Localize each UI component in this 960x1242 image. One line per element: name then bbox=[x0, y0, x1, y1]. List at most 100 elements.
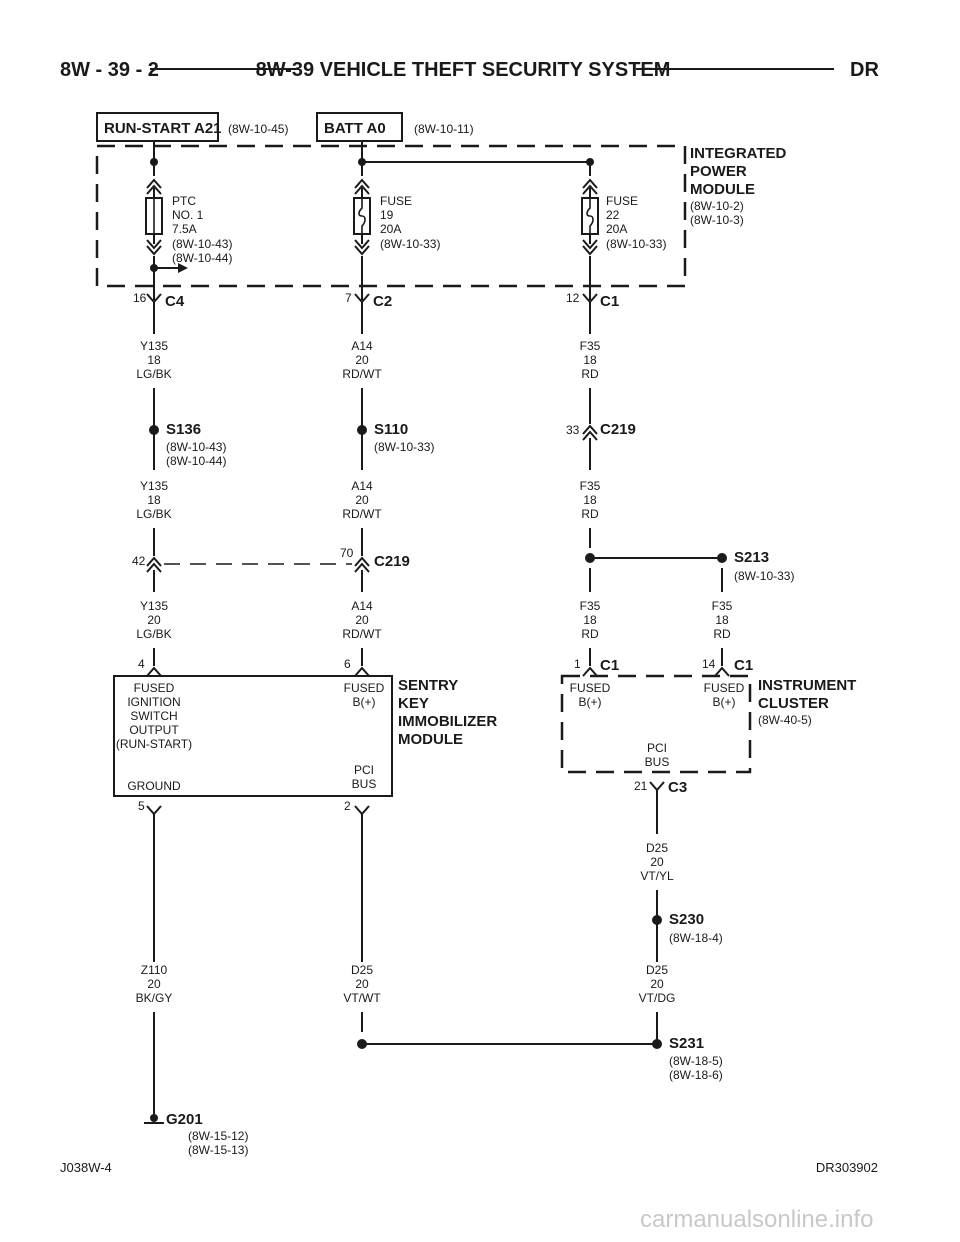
svg-text:G201: G201 bbox=[166, 1111, 203, 1128]
svg-text:1: 1 bbox=[574, 657, 581, 671]
ipm-label: INTEGRATED POWER MODULE (8W-10-2) (8W-10… bbox=[690, 145, 787, 227]
svg-text:(RUN-START): (RUN-START) bbox=[116, 737, 192, 751]
skim-ground-label: GROUND bbox=[127, 779, 181, 793]
svg-text:22: 22 bbox=[606, 208, 620, 222]
svg-text:MODULE: MODULE bbox=[690, 181, 755, 198]
wire-label-a14-top: A14 20 RD/WT bbox=[342, 339, 382, 381]
svg-text:(8W-10-43): (8W-10-43) bbox=[172, 237, 232, 251]
svg-text:B(+): B(+) bbox=[352, 695, 375, 709]
svg-text:Y135: Y135 bbox=[140, 599, 168, 613]
svg-text:S230: S230 bbox=[669, 911, 704, 928]
svg-text:20: 20 bbox=[650, 855, 664, 869]
svg-text:(8W-10-43): (8W-10-43) bbox=[166, 440, 226, 454]
svg-text:FUSE: FUSE bbox=[380, 194, 412, 208]
wire-label-z110: Z110 20 BK/GY bbox=[136, 963, 173, 1005]
svg-text:C219: C219 bbox=[374, 553, 410, 570]
splice-s231 bbox=[652, 1039, 662, 1049]
svg-text:S231: S231 bbox=[669, 1035, 704, 1052]
svg-text:C219: C219 bbox=[600, 421, 636, 438]
svg-text:C2: C2 bbox=[373, 293, 392, 310]
svg-text:PTC: PTC bbox=[172, 194, 196, 208]
svg-text:INTEGRATED: INTEGRATED bbox=[690, 145, 787, 162]
svg-text:16: 16 bbox=[133, 291, 147, 305]
splice-s110 bbox=[357, 425, 367, 435]
ic-name-label: INSTRUMENT CLUSTER (8W-40-5) bbox=[758, 677, 856, 727]
svg-text:(8W-10-11): (8W-10-11) bbox=[414, 122, 474, 136]
wire-label-y135-mid: Y135 18 LG/BK bbox=[136, 479, 171, 521]
svg-text:B(+): B(+) bbox=[712, 695, 735, 709]
svg-text:LG/BK: LG/BK bbox=[136, 367, 171, 381]
svg-text:F35: F35 bbox=[712, 599, 733, 613]
svg-text:FUSE: FUSE bbox=[606, 194, 638, 208]
svg-text:RD/WT: RD/WT bbox=[342, 507, 382, 521]
d25-skim-circuit: D25 20 VT/WT S231 (8W-18-5) (8W-18-6) bbox=[343, 814, 723, 1082]
svg-text:Y135: Y135 bbox=[140, 339, 168, 353]
svg-text:C1: C1 bbox=[734, 657, 753, 674]
svg-text:RD: RD bbox=[713, 627, 731, 641]
svg-text:5: 5 bbox=[138, 799, 145, 813]
wire-label-d25-skim: D25 20 VT/WT bbox=[343, 963, 381, 1005]
svg-text:S110: S110 bbox=[374, 421, 408, 438]
svg-text:MODULE: MODULE bbox=[398, 731, 463, 748]
skim-name-label: SENTRY KEY IMMOBILIZER MODULE bbox=[398, 677, 497, 748]
svg-text:(8W-10-3): (8W-10-3) bbox=[690, 213, 744, 227]
svg-text:FUSED: FUSED bbox=[704, 681, 745, 695]
svg-text:20: 20 bbox=[355, 613, 369, 627]
skim-pci-label: PCI BUS bbox=[352, 763, 377, 791]
batt-source: BATT A0 (8W-10-11) bbox=[316, 112, 474, 142]
svg-text:(8W-10-33): (8W-10-33) bbox=[606, 237, 666, 251]
svg-text:FUSED: FUSED bbox=[570, 681, 611, 695]
svg-text:42: 42 bbox=[132, 554, 146, 568]
svg-text:SWITCH: SWITCH bbox=[130, 709, 177, 723]
svg-text:21: 21 bbox=[634, 779, 648, 793]
skim-fused-ignition-label: FUSED IGNITION SWITCH OUTPUT (RUN-START) bbox=[116, 681, 192, 751]
svg-text:20A: 20A bbox=[380, 222, 401, 236]
svg-text:18: 18 bbox=[147, 493, 161, 507]
svg-text:VT/DG: VT/DG bbox=[639, 991, 676, 1005]
svg-text:BUS: BUS bbox=[645, 755, 670, 769]
fuse-19 bbox=[353, 197, 371, 235]
svg-text:IGNITION: IGNITION bbox=[127, 695, 180, 709]
svg-text:BK/GY: BK/GY bbox=[136, 991, 173, 1005]
ic-pci-label: PCI BUS bbox=[645, 741, 670, 769]
d25-cluster-circuit: D25 20 VT/YL S230 (8W-18-4) D25 20 VT/DG bbox=[639, 790, 723, 1044]
figure-code-left: J038W-4 bbox=[60, 1160, 112, 1175]
wire-label-d25-dg: D25 20 VT/DG bbox=[639, 963, 676, 1005]
page-title: 8W-39 VEHICLE THEFT SECURITY SYSTEM bbox=[256, 59, 671, 81]
ground-g201: G201 (8W-15-12) (8W-15-13) bbox=[144, 1111, 248, 1157]
svg-text:33: 33 bbox=[566, 423, 580, 437]
wire-label-f35-low-b: F35 18 RD bbox=[712, 599, 733, 641]
svg-text:POWER: POWER bbox=[690, 163, 747, 180]
svg-text:D25: D25 bbox=[351, 963, 373, 977]
svg-text:(8W-40-5): (8W-40-5) bbox=[758, 713, 812, 727]
figure-code-right: DR303902 bbox=[815, 1160, 878, 1175]
z110-ground-circuit: Z110 20 BK/GY G201 (8W-15-12) (8W-15-13) bbox=[136, 814, 248, 1157]
wire-label-d25-ic: D25 20 VT/YL bbox=[640, 841, 674, 883]
svg-text:(8W-10-33): (8W-10-33) bbox=[734, 569, 794, 583]
svg-text:C3: C3 bbox=[668, 779, 687, 796]
splice-s230 bbox=[652, 915, 662, 925]
page-ref: 8W - 39 - 2 bbox=[60, 59, 159, 81]
svg-text:D25: D25 bbox=[646, 841, 668, 855]
svg-text:18: 18 bbox=[583, 353, 597, 367]
svg-text:RUN-START A21: RUN-START A21 bbox=[104, 120, 222, 137]
svg-text:18: 18 bbox=[715, 613, 729, 627]
svg-text:Y135: Y135 bbox=[140, 479, 168, 493]
svg-text:12: 12 bbox=[566, 291, 580, 305]
instrument-cluster: 1 C1 14 C1 FUSED B(+) FUSED B(+) PCI BUS… bbox=[560, 657, 856, 796]
f35-circuit: F35 18 RD 33 C219 F35 18 RD S213 (8W-10-… bbox=[566, 302, 794, 666]
svg-text:(8W-10-2): (8W-10-2) bbox=[690, 199, 744, 213]
page-header: 8W - 39 - 2 8W-39 VEHICLE THEFT SECURITY… bbox=[60, 59, 879, 81]
svg-text:F35: F35 bbox=[580, 599, 601, 613]
splice-s213 bbox=[717, 553, 727, 563]
svg-text:C1: C1 bbox=[600, 657, 619, 674]
wire-label-a14-low: A14 20 RD/WT bbox=[342, 599, 382, 641]
svg-text:RD: RD bbox=[581, 627, 599, 641]
svg-text:VT/YL: VT/YL bbox=[640, 869, 674, 883]
svg-text:18: 18 bbox=[583, 493, 597, 507]
svg-text:14: 14 bbox=[702, 657, 716, 671]
svg-text:OUTPUT: OUTPUT bbox=[129, 723, 179, 737]
connector-c2: 7 C2 bbox=[345, 291, 392, 310]
svg-text:(8W-18-6): (8W-18-6) bbox=[669, 1068, 723, 1082]
